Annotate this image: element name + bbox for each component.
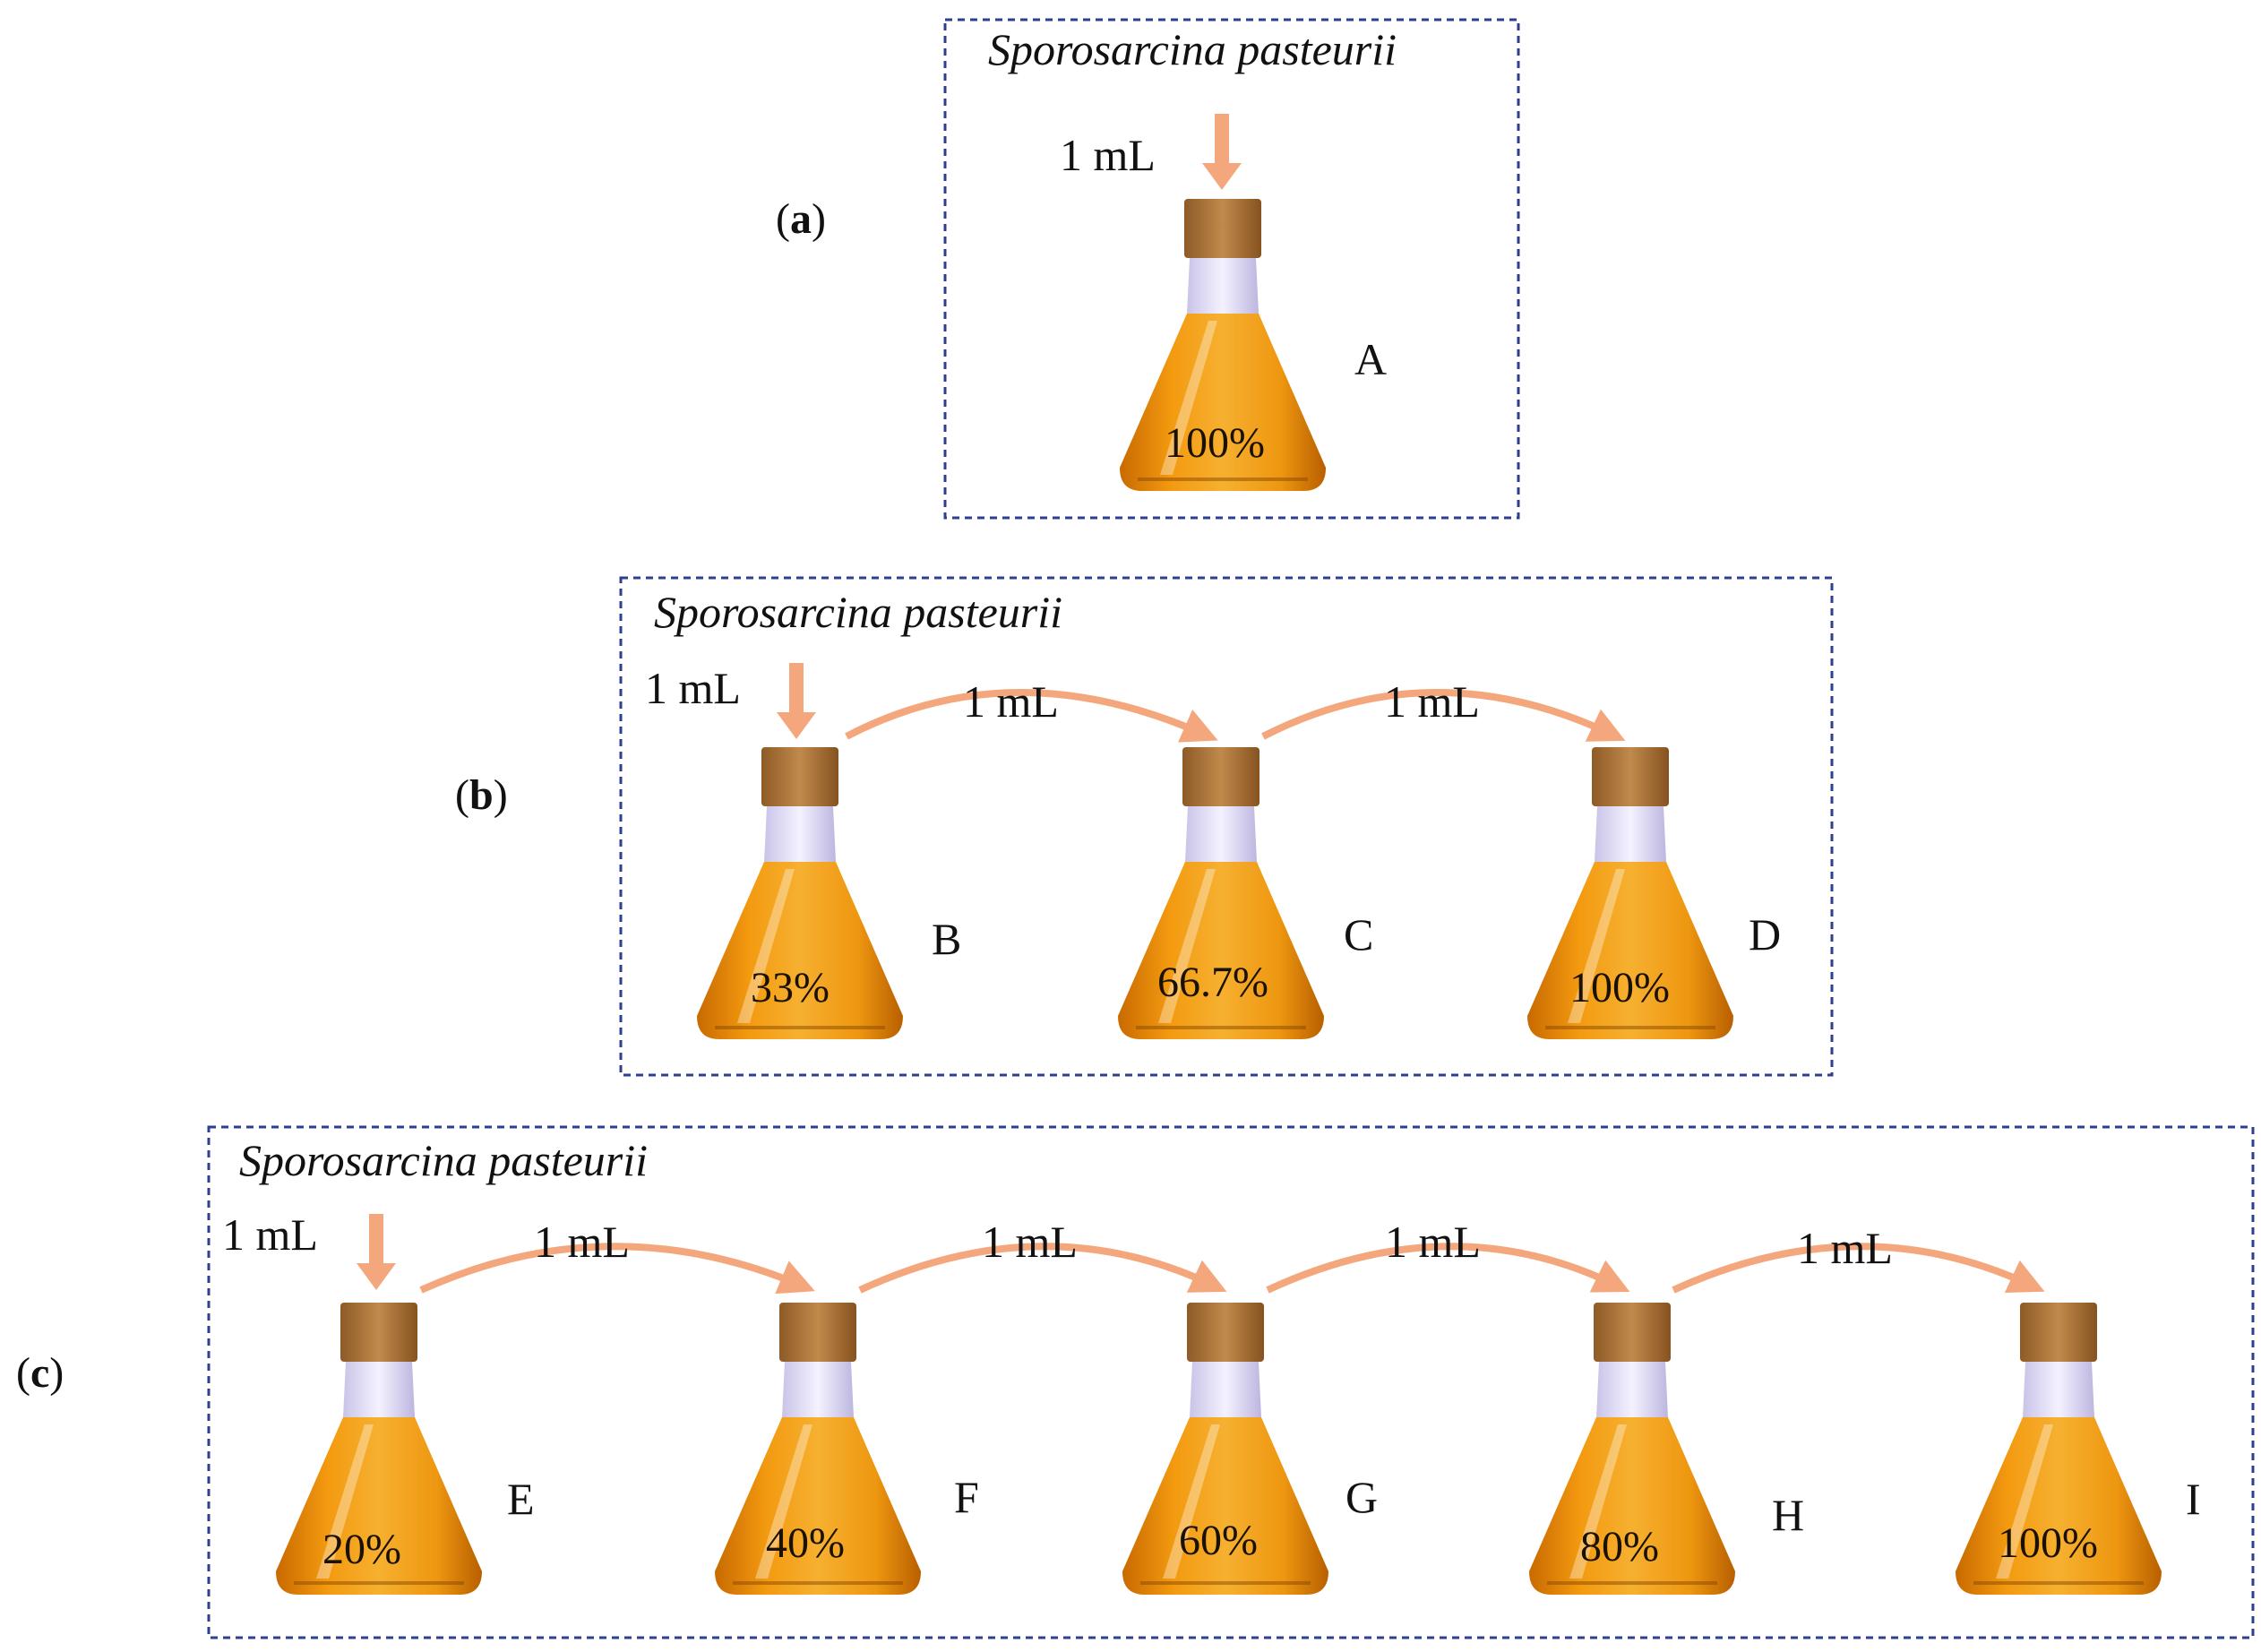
flask-b-percent: 33% <box>751 964 830 1011</box>
panel-b: (b) Sporosarcina pasteurii 1 mL 1 mL 1 m… <box>455 576 1834 1077</box>
flask-f <box>715 1303 921 1595</box>
transfer-arrow-c-d <box>1261 689 1626 742</box>
transfer-arrow-e-f <box>419 1243 815 1295</box>
panel-c-box <box>207 1125 2255 1639</box>
flask-b-label: B <box>932 914 961 964</box>
panel-a-inoculum-arrow <box>1202 114 1242 190</box>
panel-c-inoculum-arrow <box>357 1214 396 1290</box>
flask-c-percent: 66.7% <box>1157 959 1268 1006</box>
flask-a <box>1120 199 1326 491</box>
flask-h-label: H <box>1772 1490 1804 1540</box>
panel-a-tag: (a) <box>776 195 826 243</box>
panel-c-inoculum-label: 1 mL <box>222 1209 318 1260</box>
flask-f-label: F <box>954 1472 979 1522</box>
panel-a: (a) Sporosarcina pasteurii 1 mL 100% A <box>776 18 1520 520</box>
flask-i-percent: 100% <box>1998 1519 2098 1567</box>
transfer-f-g-label: 1 mL <box>982 1217 1078 1267</box>
panel-b-inoculum-label: 1 mL <box>645 663 741 713</box>
flask-g <box>1122 1303 1328 1595</box>
flask-e-label: E <box>507 1474 535 1524</box>
panel-b-box <box>619 576 1834 1077</box>
flask-a-label: A <box>1354 334 1387 384</box>
flask-g-label: G <box>1345 1472 1378 1522</box>
flask-f-percent: 40% <box>766 1519 845 1567</box>
flask-i <box>1956 1303 2162 1595</box>
panel-a-organism-label: Sporosarcina pasteurii <box>988 24 1397 74</box>
transfer-g-h-label: 1 mL <box>1385 1217 1481 1267</box>
panel-b-organism-label: Sporosarcina pasteurii <box>654 587 1062 637</box>
flask-a-percent: 100% <box>1165 419 1265 467</box>
flask-e <box>276 1303 482 1595</box>
panel-b-tag: (b) <box>455 771 508 819</box>
panel-a-inoculum-label: 1 mL <box>1060 130 1156 180</box>
panel-c: (c) Sporosarcina pasteurii 1 mL 1 mL 1 m… <box>16 1125 2255 1639</box>
transfer-h-i-label: 1 mL <box>1797 1223 1893 1273</box>
panel-c-tag: (c) <box>16 1349 64 1397</box>
transfer-arrow-g-h <box>1266 1243 1630 1294</box>
flask-g-percent: 60% <box>1179 1517 1258 1564</box>
flask-c-label: C <box>1344 909 1373 959</box>
flask-c <box>1118 747 1324 1039</box>
transfer-arrow-b-c <box>845 689 1218 743</box>
transfer-e-f-label: 1 mL <box>534 1217 630 1267</box>
flask-d <box>1527 747 1733 1039</box>
panel-b-inoculum-arrow <box>777 663 816 739</box>
transfer-arrow-f-g <box>858 1243 1227 1294</box>
transfer-b-c-label: 1 mL <box>963 676 1059 727</box>
transfer-arrow-h-i <box>1672 1243 2045 1294</box>
panel-a-box <box>943 18 1520 520</box>
flask-h-percent: 80% <box>1580 1523 1659 1570</box>
flask-d-percent: 100% <box>1569 964 1670 1011</box>
panel-c-organism-label: Sporosarcina pasteurii <box>239 1135 648 1185</box>
flask-d-label: D <box>1749 909 1781 959</box>
flask-e-percent: 20% <box>322 1526 401 1573</box>
flask-h <box>1529 1303 1735 1595</box>
flask-b <box>697 747 903 1039</box>
transfer-c-d-label: 1 mL <box>1384 676 1480 727</box>
flask-i-label: I <box>2186 1474 2201 1524</box>
